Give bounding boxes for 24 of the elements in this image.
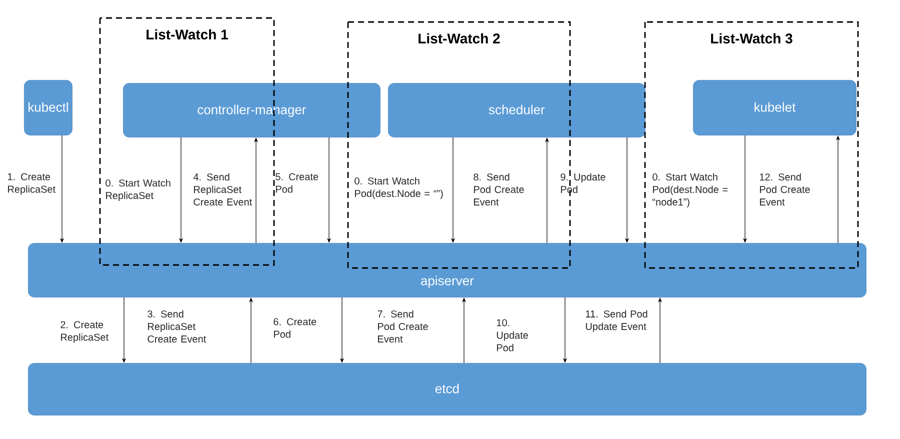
edge-label: 3. Send ReplicaSet Create Event: [148, 310, 206, 343]
frame-title: List-Watch 2: [418, 33, 500, 44]
component-box: kubelet: [693, 80, 856, 136]
component-box: apiserver: [28, 243, 866, 298]
edge-label: 8. Send Pod Create Event: [474, 173, 524, 206]
component-box: etcd: [28, 363, 866, 416]
edge-label: 5. Create Pod: [276, 173, 318, 193]
edge-label: 0. Start Watch Pod(dest.Node = “”): [354, 177, 443, 199]
component-box: kubectl: [24, 80, 72, 136]
edge-label: 7. Send Pod Create Event: [378, 310, 428, 343]
component-box: scheduler: [388, 83, 646, 138]
edge-label: 10. Update Pod: [496, 319, 528, 352]
frame-title: List-Watch 1: [146, 29, 228, 40]
edge-label: 2. Create ReplicaSet: [60, 321, 108, 343]
edge-label: 0. Start Watch Pod(dest.Node = “node1”): [652, 173, 728, 208]
edge-label: 0. Start Watch ReplicaSet: [106, 179, 170, 201]
edge-label: 9. Update Pod: [560, 173, 606, 194]
edge-label: 4. Send ReplicaSet Create Event: [193, 173, 252, 206]
frame-title: List-Watch 3: [711, 33, 792, 44]
edge-label: 11. Send Pod Update Event: [586, 310, 648, 332]
component-box: controller-manager: [123, 83, 380, 138]
edge-label: 1. Create ReplicaSet: [8, 173, 56, 195]
edge-label: 12. Send Pod Create Event: [760, 173, 810, 206]
edge-label: 6. Create Pod: [274, 318, 316, 338]
